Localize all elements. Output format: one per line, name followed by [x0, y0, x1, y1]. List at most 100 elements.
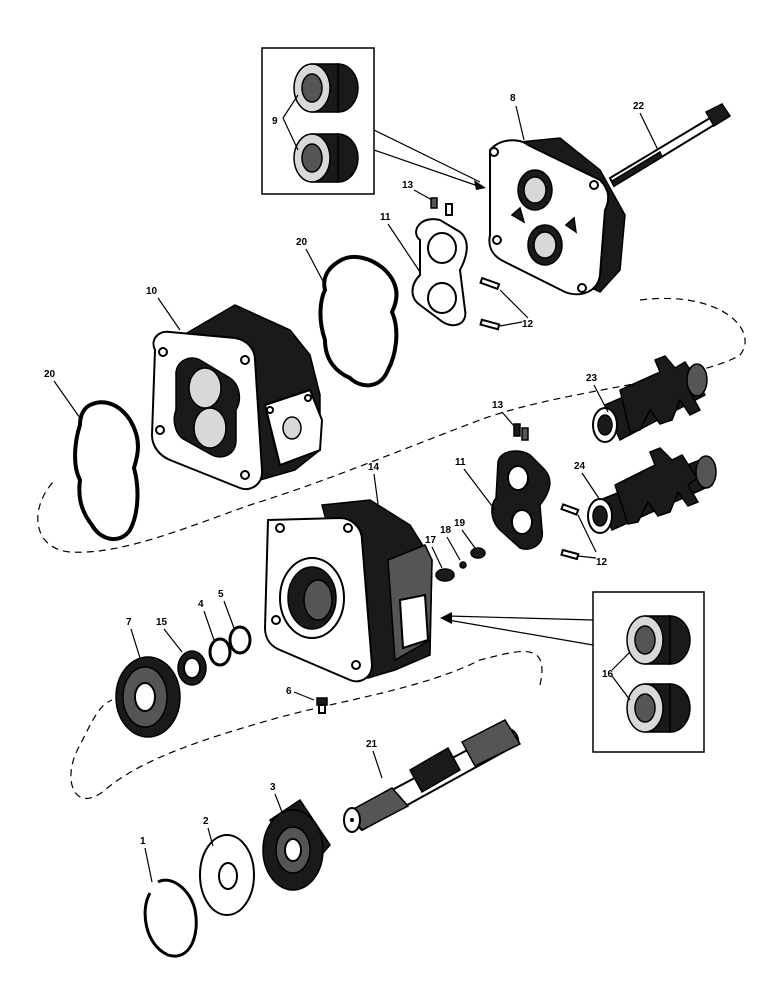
needle-bearing-16a [626, 615, 691, 665]
callout-3: 3 [270, 782, 283, 813]
svg-text:24: 24 [574, 461, 586, 472]
fitting-17 [435, 568, 455, 582]
svg-text:14: 14 [368, 462, 380, 473]
leader-12-upper [499, 289, 529, 327]
callout-20-upper: 20 [296, 237, 326, 286]
callout-12-lower: 12 [596, 557, 608, 568]
svg-text:15: 15 [156, 617, 168, 628]
callout-5: 5 [218, 589, 235, 629]
callout-13-upper: 13 [402, 180, 433, 201]
oil-seal-7 [115, 656, 181, 738]
svg-text:19: 19 [454, 518, 466, 529]
callout-17: 17 [425, 535, 443, 569]
pump-body-10 [150, 304, 324, 490]
leader-12-lower [577, 514, 597, 559]
svg-text:9: 9 [272, 116, 278, 127]
fitting-19 [470, 547, 486, 559]
svg-text:8: 8 [510, 93, 516, 104]
bearing-inset-lower [592, 591, 705, 753]
svg-text:11: 11 [455, 457, 466, 468]
plug-6 [316, 697, 328, 714]
gear-shaft-24 [587, 447, 717, 534]
ring-5 [228, 625, 252, 655]
svg-text:20: 20 [44, 369, 56, 380]
svg-text:22: 22 [633, 101, 645, 112]
needle-bearing-9b [293, 133, 359, 183]
ring-4 [208, 637, 232, 667]
pins-12-lower [560, 503, 580, 561]
svg-text:11: 11 [380, 212, 391, 223]
rear-cover-8 [488, 137, 626, 296]
bearing-inset-upper [261, 47, 375, 195]
callout-4: 4 [198, 599, 215, 641]
callout-19: 19 [454, 518, 476, 549]
callout-20-lower: 20 [44, 369, 81, 419]
fitting-18 [459, 561, 467, 569]
callout-10: 10 [146, 286, 181, 331]
retaining-ring-1 [143, 878, 198, 958]
callout-7: 7 [126, 617, 141, 659]
svg-text:17: 17 [425, 535, 437, 546]
ball-bearing-3 [262, 798, 331, 891]
pins-12-upper [479, 276, 501, 331]
svg-text:7: 7 [126, 617, 132, 628]
leader-inset-upper-b [373, 149, 479, 187]
gasket-20-upper [318, 254, 399, 388]
callout-9: 9 [272, 116, 278, 127]
svg-text:12: 12 [596, 557, 608, 568]
leader-inset-lower-b [447, 619, 594, 646]
svg-text:12: 12 [522, 319, 534, 330]
callout-24: 24 [574, 461, 601, 501]
wear-plate-11-lower [491, 450, 551, 550]
spacer-15 [177, 650, 207, 686]
callout-23: 23 [586, 373, 609, 413]
callout-18: 18 [440, 525, 461, 561]
svg-text:2: 2 [203, 816, 209, 827]
washer-2 [199, 834, 255, 916]
lower-group-loop [70, 650, 543, 799]
gear-shaft-23 [592, 355, 708, 443]
drive-shaft-21 [343, 719, 522, 833]
svg-text:6: 6 [286, 686, 292, 697]
svg-text:13: 13 [492, 400, 504, 411]
dowel-pins-13-lower [513, 423, 529, 441]
svg-text:13: 13 [402, 180, 414, 191]
callout-14: 14 [368, 462, 380, 505]
wear-plate-11-upper [411, 218, 468, 327]
dowel-pins-13-upper [430, 197, 453, 216]
callout-22: 22 [633, 101, 659, 151]
through-bolt-22 [608, 103, 732, 188]
svg-text:4: 4 [198, 599, 204, 610]
svg-text:16: 16 [602, 669, 614, 680]
svg-text:10: 10 [146, 286, 158, 297]
svg-text:20: 20 [296, 237, 308, 248]
svg-text:3: 3 [270, 782, 276, 793]
callout-6: 6 [286, 686, 315, 701]
gasket-20-lower [73, 400, 140, 541]
upper-group-loop [37, 297, 746, 553]
callout-2: 2 [203, 816, 214, 847]
svg-text:23: 23 [586, 373, 598, 384]
svg-text:21: 21 [366, 739, 378, 750]
callout-11-lower: 11 [455, 457, 496, 511]
arrowhead-upper [474, 180, 486, 190]
leader-inset-lower-a [447, 615, 594, 621]
svg-text:1: 1 [140, 836, 146, 847]
leader-inset-upper-a [373, 129, 481, 183]
callout-15: 15 [156, 617, 183, 653]
callout-16: 16 [602, 669, 614, 680]
callout-1: 1 [140, 836, 153, 883]
needle-bearing-9a [293, 63, 359, 113]
front-housing-14 [263, 499, 433, 683]
callout-11-upper: 11 [380, 212, 421, 273]
callout-12-upper: 12 [522, 319, 534, 330]
callout-8: 8 [510, 93, 525, 141]
callout-21: 21 [366, 739, 383, 779]
svg-text:5: 5 [218, 589, 224, 600]
needle-bearing-16b [626, 683, 691, 733]
arrowhead-lower [440, 612, 452, 624]
svg-text:18: 18 [440, 525, 452, 536]
callout-13-lower: 13 [492, 400, 515, 427]
